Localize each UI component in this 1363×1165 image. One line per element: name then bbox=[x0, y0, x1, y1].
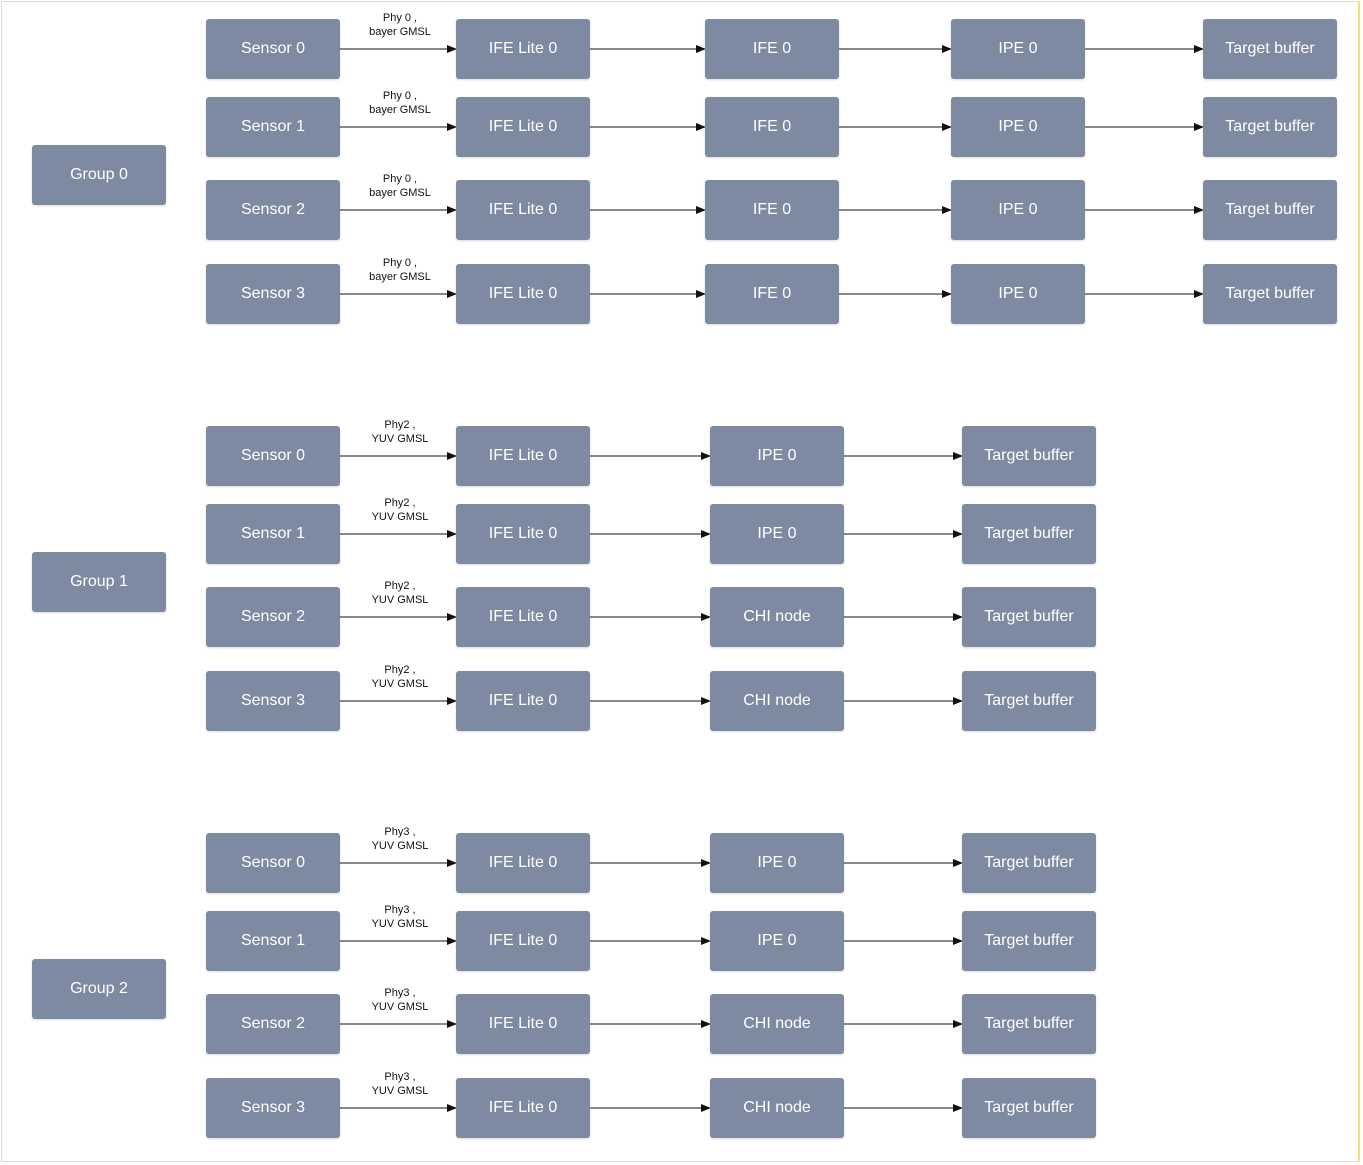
group-2-row-0-link-label-line-2: YUV GMSL bbox=[371, 840, 429, 852]
group-1-row-3-link-label-line-2: YUV GMSL bbox=[371, 678, 429, 690]
group-0-row-3-link-label-line-1: Phy 0 , bbox=[382, 257, 418, 269]
group-2-sensor-2: Sensor 2 bbox=[206, 994, 340, 1054]
group-1-row-0-ife-lite-0-node: IFE Lite 0 bbox=[456, 426, 590, 486]
group-2-row-3-target-buffer-node: Target buffer bbox=[962, 1078, 1096, 1138]
group-1-row-0-link-label-line-1: Phy2 , bbox=[384, 419, 416, 431]
group-1-row-0-link-label-line-2: YUV GMSL bbox=[371, 433, 429, 445]
group-1-row-1-link-label: Phy2 , YUV GMSL bbox=[372, 496, 429, 524]
group-2-row-0-link-label-line-1: Phy3 , bbox=[384, 826, 416, 838]
group-0-row-2-target-buffer-node: Target buffer bbox=[1203, 180, 1337, 240]
group-1-row-2-ife-lite-0-node: IFE Lite 0 bbox=[456, 587, 590, 647]
group-0-row-3-ife-lite-0-node: IFE Lite 0 bbox=[456, 264, 590, 324]
group-0-row-1-link-label-line-2: bayer GMSL bbox=[369, 104, 431, 116]
group-0-row-3-link-label: Phy 0 , bayer GMSL bbox=[369, 256, 431, 284]
group-0-box: Group 0 bbox=[32, 145, 166, 205]
group-0-row-0-ipe-0-node: IPE 0 bbox=[951, 19, 1085, 79]
group-1-sensor-0: Sensor 0 bbox=[206, 426, 340, 486]
group-2-row-3-link-label: Phy3 , YUV GMSL bbox=[372, 1070, 429, 1098]
group-1-sensor-2: Sensor 2 bbox=[206, 587, 340, 647]
group-2-sensor-1: Sensor 1 bbox=[206, 911, 340, 971]
group-0-row-0-ife-lite-0-node: IFE Lite 0 bbox=[456, 19, 590, 79]
group-2-row-1-target-buffer-node: Target buffer bbox=[962, 911, 1096, 971]
group-0-row-1-ife-0-node: IFE 0 bbox=[705, 97, 839, 157]
group-1-sensor-1: Sensor 1 bbox=[206, 504, 340, 564]
group-0-row-1-target-buffer-node: Target buffer bbox=[1203, 97, 1337, 157]
group-0-row-0-ife-0-node: IFE 0 bbox=[705, 19, 839, 79]
group-0-row-1-ife-lite-0-node: IFE Lite 0 bbox=[456, 97, 590, 157]
group-2-row-1-ipe-0-node: IPE 0 bbox=[710, 911, 844, 971]
group-1-row-1-link-label-line-1: Phy2 , bbox=[384, 497, 416, 509]
group-0-row-2-ife-lite-0-node: IFE Lite 0 bbox=[456, 180, 590, 240]
group-0-row-2-link-label: Phy 0 , bayer GMSL bbox=[369, 172, 431, 200]
group-1-row-2-link-label: Phy2 , YUV GMSL bbox=[372, 579, 429, 607]
group-0-row-2-link-label-line-1: Phy 0 , bbox=[382, 173, 418, 185]
group-0-row-1-link-label: Phy 0 , bayer GMSL bbox=[369, 89, 431, 117]
group-0-row-3-target-buffer-node: Target buffer bbox=[1203, 264, 1337, 324]
group-0-row-0-link-label: Phy 0 , bayer GMSL bbox=[369, 11, 431, 39]
group-1-box: Group 1 bbox=[32, 552, 166, 612]
group-2-box: Group 2 bbox=[32, 959, 166, 1019]
group-0-row-0-link-label-line-1: Phy 0 , bbox=[382, 12, 418, 24]
group-1-row-1-ife-lite-0-node: IFE Lite 0 bbox=[456, 504, 590, 564]
group-1-row-0-link-label: Phy2 , YUV GMSL bbox=[372, 418, 429, 446]
group-1-row-1-ipe-0-node: IPE 0 bbox=[710, 504, 844, 564]
group-1-row-2-link-label-line-1: Phy2 , bbox=[384, 580, 416, 592]
group-2-row-2-link-label-line-1: Phy3 , bbox=[384, 987, 416, 999]
group-1-row-1-target-buffer-node: Target buffer bbox=[962, 504, 1096, 564]
group-0-row-0-link-label-line-2: bayer GMSL bbox=[369, 26, 431, 38]
group-2-row-0-link-label: Phy3 , YUV GMSL bbox=[372, 825, 429, 853]
group-2-row-1-link-label-line-2: YUV GMSL bbox=[371, 918, 429, 930]
group-0-row-3-ipe-0-node: IPE 0 bbox=[951, 264, 1085, 324]
group-2-sensor-0: Sensor 0 bbox=[206, 833, 340, 893]
group-2-row-1-link-label: Phy3 , YUV GMSL bbox=[372, 903, 429, 931]
group-2-row-0-ipe-0-node: IPE 0 bbox=[710, 833, 844, 893]
group-1-sensor-3: Sensor 3 bbox=[206, 671, 340, 731]
group-0-row-2-link-label-line-2: bayer GMSL bbox=[369, 187, 431, 199]
group-0-row-2-ipe-0-node: IPE 0 bbox=[951, 180, 1085, 240]
group-2-row-3-link-label-line-1: Phy3 , bbox=[384, 1071, 416, 1083]
group-1-row-3-target-buffer-node: Target buffer bbox=[962, 671, 1096, 731]
group-1-row-2-chi-node-node: CHI node bbox=[710, 587, 844, 647]
group-2-row-3-chi-node-node: CHI node bbox=[710, 1078, 844, 1138]
group-2-row-2-ife-lite-0-node: IFE Lite 0 bbox=[456, 994, 590, 1054]
group-2-row-0-target-buffer-node: Target buffer bbox=[962, 833, 1096, 893]
group-1-row-0-ipe-0-node: IPE 0 bbox=[710, 426, 844, 486]
group-2-row-0-ife-lite-0-node: IFE Lite 0 bbox=[456, 833, 590, 893]
group-0-row-0-target-buffer-node: Target buffer bbox=[1203, 19, 1337, 79]
group-2-row-3-ife-lite-0-node: IFE Lite 0 bbox=[456, 1078, 590, 1138]
group-2-row-1-ife-lite-0-node: IFE Lite 0 bbox=[456, 911, 590, 971]
group-0-sensor-3: Sensor 3 bbox=[206, 264, 340, 324]
group-0-row-3-link-label-line-2: bayer GMSL bbox=[369, 271, 431, 283]
group-0-row-2-ife-0-node: IFE 0 bbox=[705, 180, 839, 240]
group-0-row-3-ife-0-node: IFE 0 bbox=[705, 264, 839, 324]
group-0-row-1-ipe-0-node: IPE 0 bbox=[951, 97, 1085, 157]
group-1-row-3-link-label-line-1: Phy2 , bbox=[384, 664, 416, 676]
group-2-row-2-chi-node-node: CHI node bbox=[710, 994, 844, 1054]
group-1-row-3-chi-node-node: CHI node bbox=[710, 671, 844, 731]
group-0-sensor-2: Sensor 2 bbox=[206, 180, 340, 240]
group-1-row-3-ife-lite-0-node: IFE Lite 0 bbox=[456, 671, 590, 731]
group-1-row-3-link-label: Phy2 , YUV GMSL bbox=[372, 663, 429, 691]
group-1-row-0-target-buffer-node: Target buffer bbox=[962, 426, 1096, 486]
group-0-row-1-link-label-line-1: Phy 0 , bbox=[382, 90, 418, 102]
group-2-row-2-link-label-line-2: YUV GMSL bbox=[371, 1001, 429, 1013]
group-2-row-2-link-label: Phy3 , YUV GMSL bbox=[372, 986, 429, 1014]
group-2-row-2-target-buffer-node: Target buffer bbox=[962, 994, 1096, 1054]
group-2-row-1-link-label-line-1: Phy3 , bbox=[384, 904, 416, 916]
group-2-sensor-3: Sensor 3 bbox=[206, 1078, 340, 1138]
group-2-row-3-link-label-line-2: YUV GMSL bbox=[371, 1085, 429, 1097]
group-1-row-1-link-label-line-2: YUV GMSL bbox=[371, 511, 429, 523]
group-1-row-2-target-buffer-node: Target buffer bbox=[962, 587, 1096, 647]
group-0-sensor-0: Sensor 0 bbox=[206, 19, 340, 79]
group-0-sensor-1: Sensor 1 bbox=[206, 97, 340, 157]
group-1-row-2-link-label-line-2: YUV GMSL bbox=[371, 594, 429, 606]
